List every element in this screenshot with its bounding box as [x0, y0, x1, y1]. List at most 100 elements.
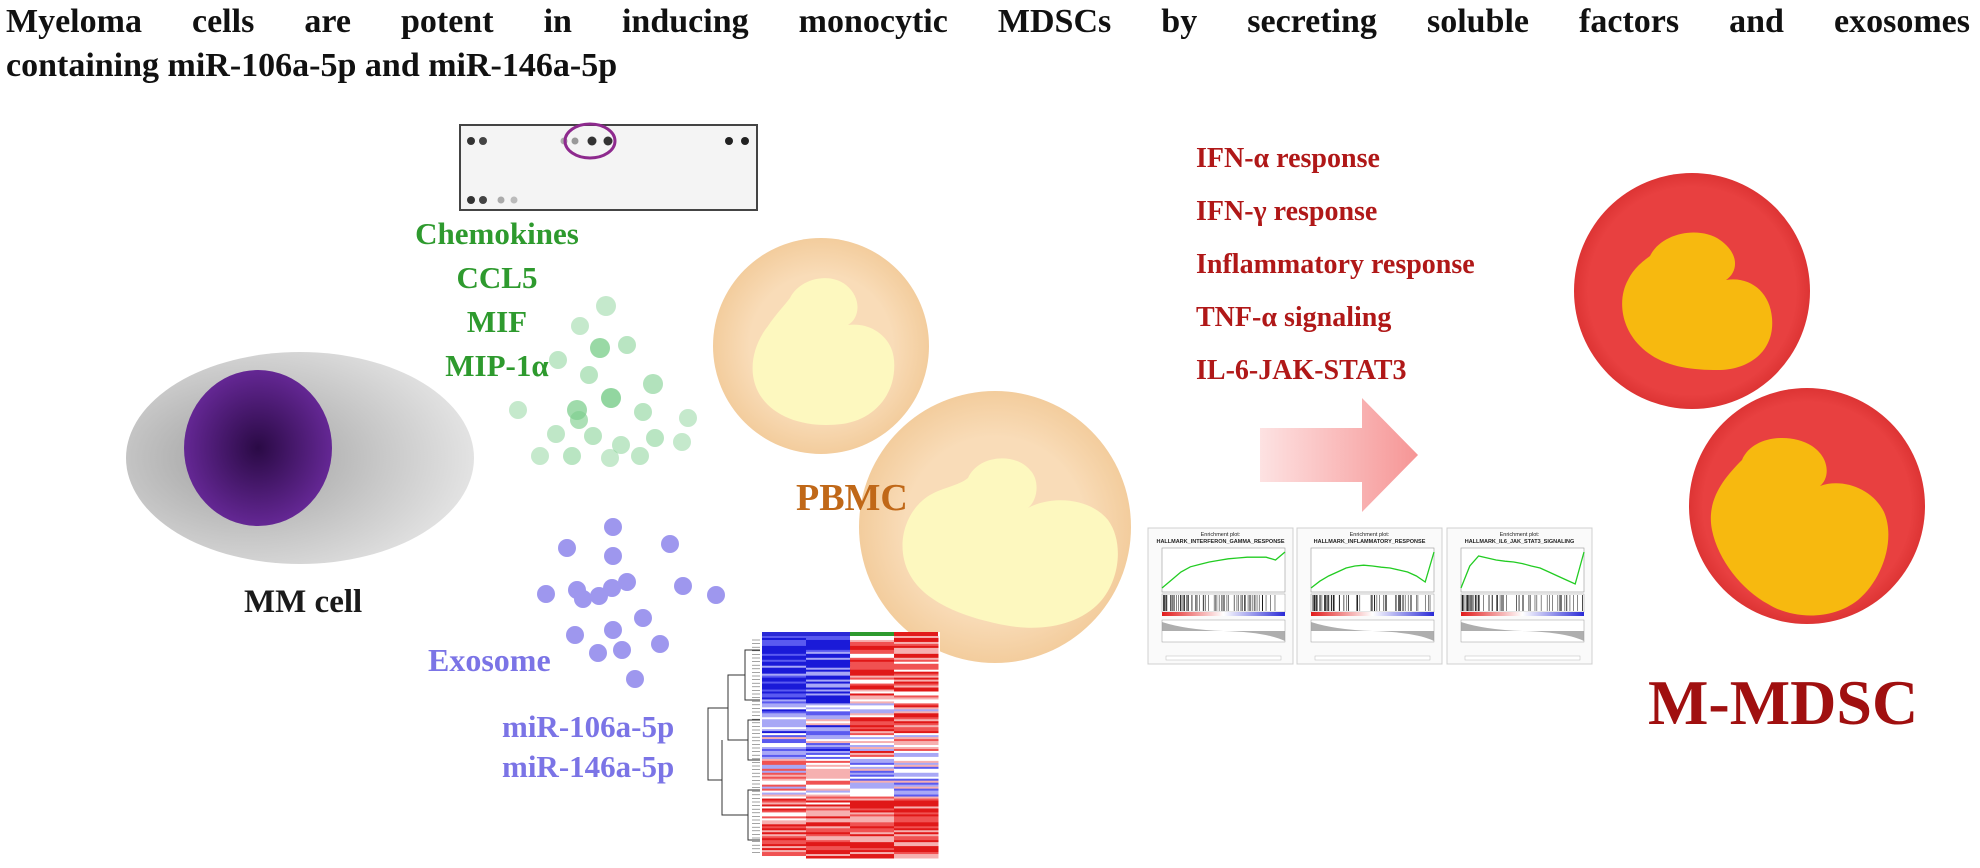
heatmap-cell: [762, 836, 807, 839]
heatmap-cell: [850, 707, 895, 710]
heatmap-cell: [894, 647, 939, 651]
heatmap-cell: [762, 820, 807, 823]
heatmap-cell: [806, 687, 851, 691]
heatmap-cell: [850, 663, 895, 667]
heatmap-cell: [894, 790, 939, 794]
heatmap-cell: [850, 677, 895, 681]
heatmap-cell: [762, 774, 807, 778]
heatmap-cell: [806, 703, 851, 706]
heatmap-cell: [850, 852, 895, 855]
heatmap-cell: [850, 850, 895, 853]
heatmap-cell: [806, 729, 851, 732]
heatmap-cell: [850, 784, 895, 788]
heatmap-cell: [894, 760, 939, 764]
heatmap-cell: [850, 802, 895, 805]
heatmap-cell: [850, 737, 895, 740]
heatmap-cell: [850, 822, 895, 825]
dendrogram-branch: [707, 707, 728, 781]
heatmap-cell: [806, 814, 851, 817]
heatmap-cell: [762, 735, 807, 738]
heatmap-cell: [762, 643, 807, 647]
heatmap-cell: [806, 685, 851, 689]
heatmap-cell: [762, 743, 807, 746]
heatmap-cell: [850, 715, 895, 718]
heatmap-cell: [762, 802, 807, 805]
heatmap-cell: [762, 671, 807, 675]
heatmap-cell: [850, 798, 895, 802]
heatmap-cell: [762, 776, 807, 780]
heatmap-cell: [850, 653, 895, 657]
pbmc-cell-1: [713, 238, 929, 454]
heatmap-header-cell: [894, 632, 938, 636]
heatmap-cell: [762, 739, 807, 742]
heatmap-cell: [850, 796, 895, 800]
heatmap-cell: [762, 764, 807, 768]
heatmap-cell: [762, 804, 807, 807]
heatmap-cell: [762, 653, 807, 657]
enrichment-plot: Enrichment plot:HALLMARK_INFLAMMATORY_RE…: [1296, 527, 1443, 665]
heatmap-cell: [850, 673, 895, 677]
heatmap-cell: [806, 705, 851, 708]
heatmap-cell: [894, 844, 939, 847]
heatmap-cell: [762, 707, 807, 710]
m-mdsc-cell-2: [1689, 388, 1925, 624]
enrichment-curve: [1161, 551, 1286, 589]
heatmap-cell: [806, 800, 851, 803]
m-mdsc-label: M-MDSC: [1648, 667, 1919, 738]
heatmap-cell: [762, 786, 807, 790]
heatmap-cell: [894, 697, 939, 700]
heatmap-cell: [762, 641, 807, 645]
heatmap-cell: [850, 812, 895, 815]
heatmap-cell: [806, 739, 851, 742]
heatmap-cell: [894, 661, 939, 665]
heatmap-cell: [762, 649, 807, 653]
heatmap-cell: [762, 772, 807, 776]
heatmap-cell: [762, 800, 807, 803]
heatmap-cell: [894, 816, 939, 819]
heatmap-cell: [850, 806, 895, 809]
heatmap-cell: [806, 778, 851, 782]
heatmap-cell: [806, 653, 851, 657]
heatmap-cell: [850, 701, 895, 704]
heatmap-cell: [762, 669, 807, 673]
heatmap-cell: [894, 669, 939, 673]
heatmap-cell: [806, 657, 851, 661]
heatmap-cell: [762, 846, 807, 849]
heatmap-cell: [850, 741, 895, 744]
heatmap-cell: [806, 743, 851, 746]
heatmap-cell: [894, 854, 939, 857]
heatmap-cell: [762, 647, 807, 651]
m-mdsc-nucleus: [1622, 232, 1773, 370]
heatmap-cell: [850, 711, 895, 714]
heatmap-cell: [850, 760, 895, 764]
heatmap-cell: [806, 689, 851, 692]
heatmap-cell: [894, 812, 939, 815]
heatmap-cell: [806, 806, 851, 809]
heatmap-cell: [850, 693, 895, 696]
heatmap-cell: [850, 792, 895, 796]
heatmap-cell: [894, 687, 939, 691]
heatmap-cell: [806, 850, 851, 853]
heatmap-cell: [762, 770, 807, 774]
heatmap-cell: [894, 782, 939, 786]
heatmap-cell: [762, 798, 807, 802]
heatmap-cell: [850, 814, 895, 817]
heatmap-cell: [850, 838, 895, 841]
heatmap-cell: [806, 673, 851, 677]
heatmap-cell: [806, 701, 851, 704]
heatmap-cell: [762, 705, 807, 708]
heatmap-cell: [894, 683, 939, 687]
heatmap-cell: [894, 818, 939, 821]
heatmap-cell: [806, 790, 851, 794]
heatmap-cell: [850, 639, 895, 643]
heatmap-cell: [806, 788, 851, 792]
heatmap-cell: [762, 639, 807, 643]
heatmap-cell: [850, 824, 895, 827]
gsea-enrichment-plots: Enrichment plot:HALLMARK_INTERFERON_GAMM…: [1147, 527, 1593, 665]
heatmap-cell: [850, 671, 895, 675]
heatmap-cell: [850, 818, 895, 821]
heatmap-cell: [806, 780, 851, 784]
heatmap-cell: [806, 794, 851, 798]
title-line-2: containing miR-106a-5p and miR-146a-5p: [6, 47, 618, 84]
heatmap-cell: [806, 737, 851, 740]
